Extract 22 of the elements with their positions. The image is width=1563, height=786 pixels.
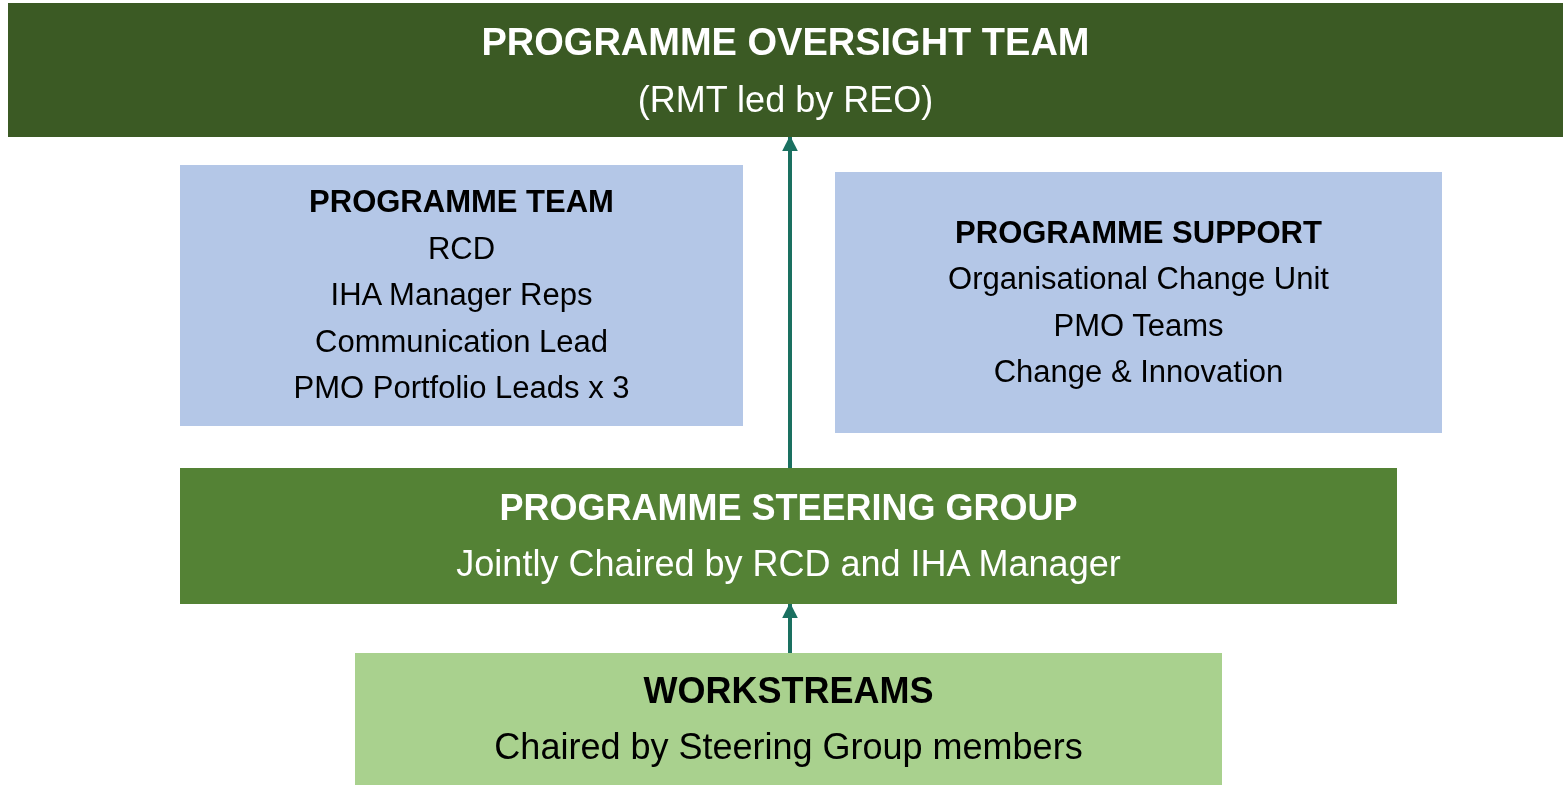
body-text: Chaired by Steering Group members (494, 725, 1083, 769)
body-text: (RMT led by REO) (637, 77, 934, 122)
arrow (782, 602, 798, 653)
body-text: IHA Manager Reps (330, 276, 593, 315)
heading: PROGRAMME STEERING GROUP (499, 486, 1078, 531)
support-box (835, 172, 1442, 433)
body-text: Jointly Chaired by RCD and IHA Manager (456, 542, 1121, 586)
body-text: PMO Teams (1053, 306, 1224, 345)
body-text: Communication Lead (315, 322, 608, 361)
body-text: RCD (427, 229, 496, 268)
steering-box (180, 468, 1397, 604)
body-text: Organisational Change Unit (948, 260, 1329, 298)
heading: WORKSTREAMS (643, 669, 934, 714)
heading: PROGRAMME TEAM (309, 183, 614, 222)
heading: PROGRAMME OVERSIGHT TEAM (481, 19, 1090, 65)
workstreams-box (355, 653, 1222, 785)
arrow (782, 135, 798, 468)
body-text: Change & Innovation (993, 353, 1284, 391)
team-box (180, 165, 743, 426)
oversight-box (8, 3, 1563, 137)
body-text: PMO Portfolio Leads x 3 (293, 369, 630, 408)
heading: PROGRAMME SUPPORT (955, 213, 1322, 252)
